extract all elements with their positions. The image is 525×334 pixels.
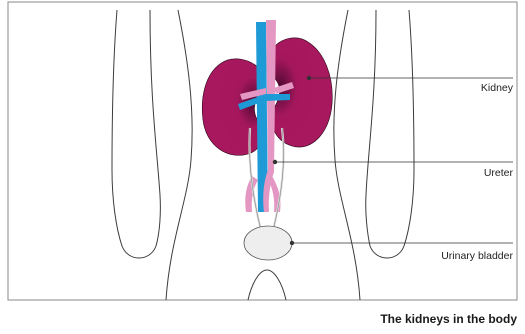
left-kidney (202, 59, 265, 155)
kidney-label: Kidney (481, 82, 513, 94)
bladder-label: Urinary bladder (441, 250, 513, 262)
ureter-label: Ureter (484, 167, 513, 179)
urinary-bladder (244, 226, 292, 260)
right-renal-vein (266, 94, 290, 101)
figure-caption: The kidneys in the body (380, 312, 517, 326)
